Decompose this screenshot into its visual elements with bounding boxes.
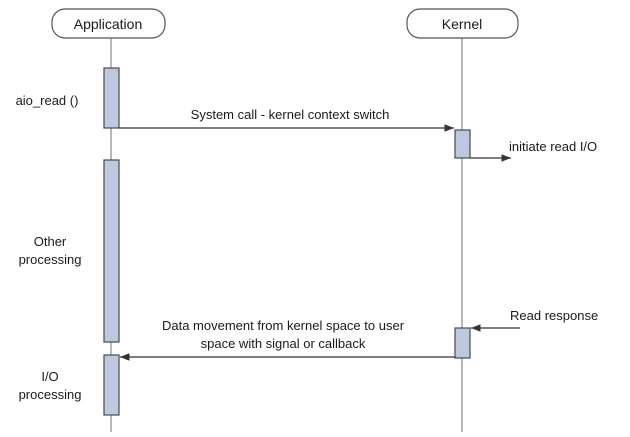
system-call-label: System call - kernel context switch (191, 107, 390, 122)
kernel-activation-initiate (454, 129, 471, 159)
app-activation-io-processing (103, 354, 120, 416)
kernel-title: Kernel (442, 16, 482, 32)
other-processing-label-line1: Other (34, 234, 67, 249)
kernel-participant: Kernel (406, 8, 519, 39)
read-response-label: Read response (510, 308, 598, 323)
aio-read-label: aio_read () (16, 93, 79, 108)
io-processing-label-line1: I/O (41, 369, 58, 384)
app-activation-aio-read (103, 67, 120, 129)
application-participant: Application (51, 8, 166, 39)
other-processing-label-line2: processing (19, 252, 82, 267)
data-movement-label-line2: space with signal or callback (201, 336, 366, 351)
kernel-activation-response (454, 327, 471, 359)
app-activation-other-processing (103, 159, 120, 343)
data-movement-label-line1: Data movement from kernel space to user (162, 318, 405, 333)
io-processing-label-line2: processing (19, 387, 82, 402)
application-title: Application (74, 16, 143, 32)
initiate-read-label: initiate read I/O (509, 139, 597, 154)
